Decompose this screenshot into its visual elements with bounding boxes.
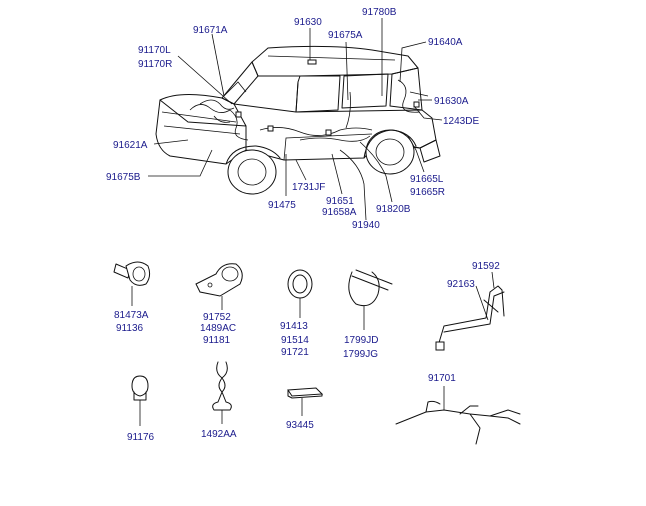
label-91675B: 91675B	[106, 172, 141, 183]
label-1492AA: 1492AA	[201, 429, 237, 440]
label-91820B: 91820B	[376, 204, 411, 215]
vehicle-labels: 91671A 91630 91780B 91170L 91170R 91675A…	[106, 7, 479, 231]
harness-91701-part	[395, 386, 521, 445]
bracket-92163-part	[435, 271, 505, 351]
label-91170L: 91170L	[138, 45, 171, 56]
label-91658A: 91658A	[322, 207, 357, 218]
label-91665R: 91665R	[410, 187, 445, 198]
label-91621A: 91621A	[113, 140, 148, 151]
label-91940: 91940	[352, 220, 380, 231]
label-91671A: 91671A	[193, 25, 228, 36]
label-91651: 91651	[326, 196, 354, 207]
grommet-91413-part	[287, 269, 313, 318]
label-91176: 91176	[127, 432, 155, 443]
clip-81473A-part	[113, 261, 151, 306]
clamp-91752-part	[195, 263, 243, 310]
label-91640A: 91640A	[428, 37, 463, 48]
label-91181: 91181	[203, 335, 231, 346]
label-91514: 91514	[281, 335, 309, 346]
cable-tie-1799JD-part	[348, 269, 393, 330]
label-91592: 91592	[472, 261, 500, 272]
label-1731JF: 1731JF	[292, 182, 325, 193]
label-1799JD: 1799JD	[344, 335, 378, 346]
leader-lines	[148, 18, 443, 221]
label-81473A: 81473A	[114, 310, 149, 321]
label-93445: 93445	[286, 420, 314, 431]
label-1799JG: 1799JG	[343, 349, 378, 360]
clip-93445-part	[287, 387, 324, 416]
label-92163: 92163	[447, 279, 475, 290]
label-1243DE: 1243DE	[443, 116, 479, 127]
vehicle-illustration	[155, 45, 441, 195]
label-91136: 91136	[116, 323, 144, 334]
label-91701: 91701	[428, 373, 456, 384]
label-91630: 91630	[294, 17, 322, 28]
label-91665L: 91665L	[410, 174, 444, 185]
label-91170R: 91170R	[138, 59, 172, 70]
label-91413: 91413	[280, 321, 308, 332]
label-91780B: 91780B	[362, 7, 397, 18]
clip-1492AA-part	[212, 361, 232, 424]
label-91630A: 91630A	[434, 96, 469, 107]
label-91721: 91721	[281, 347, 309, 358]
label-91675A: 91675A	[328, 30, 363, 41]
label-91752: 91752	[203, 312, 231, 323]
label-91475: 91475	[268, 200, 296, 211]
label-1489AC: 1489AC	[200, 323, 236, 334]
clip-91176-part	[131, 375, 149, 426]
